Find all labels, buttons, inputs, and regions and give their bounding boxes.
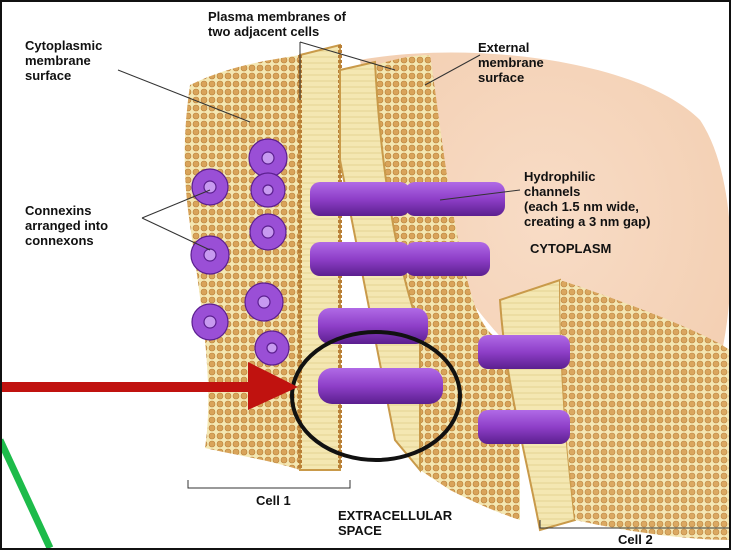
label-cell1: Cell 1: [256, 493, 291, 508]
label-hydro-4: creating a 3 nm gap): [524, 214, 650, 229]
label-cytoplasm: CYTOPLASM: [530, 241, 611, 256]
red-arrow: [0, 362, 298, 410]
label-extra-1: EXTRACELLULAR: [338, 508, 453, 523]
label-conn-1: Connexins: [25, 203, 91, 218]
label-ext-3: surface: [478, 70, 524, 85]
label-cyto-2: membrane: [25, 53, 91, 68]
label-plasma-1: Plasma membranes of: [208, 9, 347, 24]
label-cell2: Cell 2: [618, 532, 653, 547]
label-ext-1: External: [478, 40, 529, 55]
green-stroke: [0, 440, 50, 548]
cell1-bracket: [188, 480, 350, 488]
label-ext-2: membrane: [478, 55, 544, 70]
label-extra-2: SPACE: [338, 523, 382, 538]
label-plasma-2: two adjacent cells: [208, 24, 319, 39]
label-conn-2: arranged into: [25, 218, 108, 233]
label-cyto-1: Cytoplasmic: [25, 38, 102, 53]
label-cyto-3: surface: [25, 68, 71, 83]
label-conn-3: connexons: [25, 233, 94, 248]
label-hydro-1: Hydrophilic: [524, 169, 596, 184]
label-hydro-2: channels: [524, 184, 580, 199]
label-hydro-3: (each 1.5 nm wide,: [524, 199, 639, 214]
